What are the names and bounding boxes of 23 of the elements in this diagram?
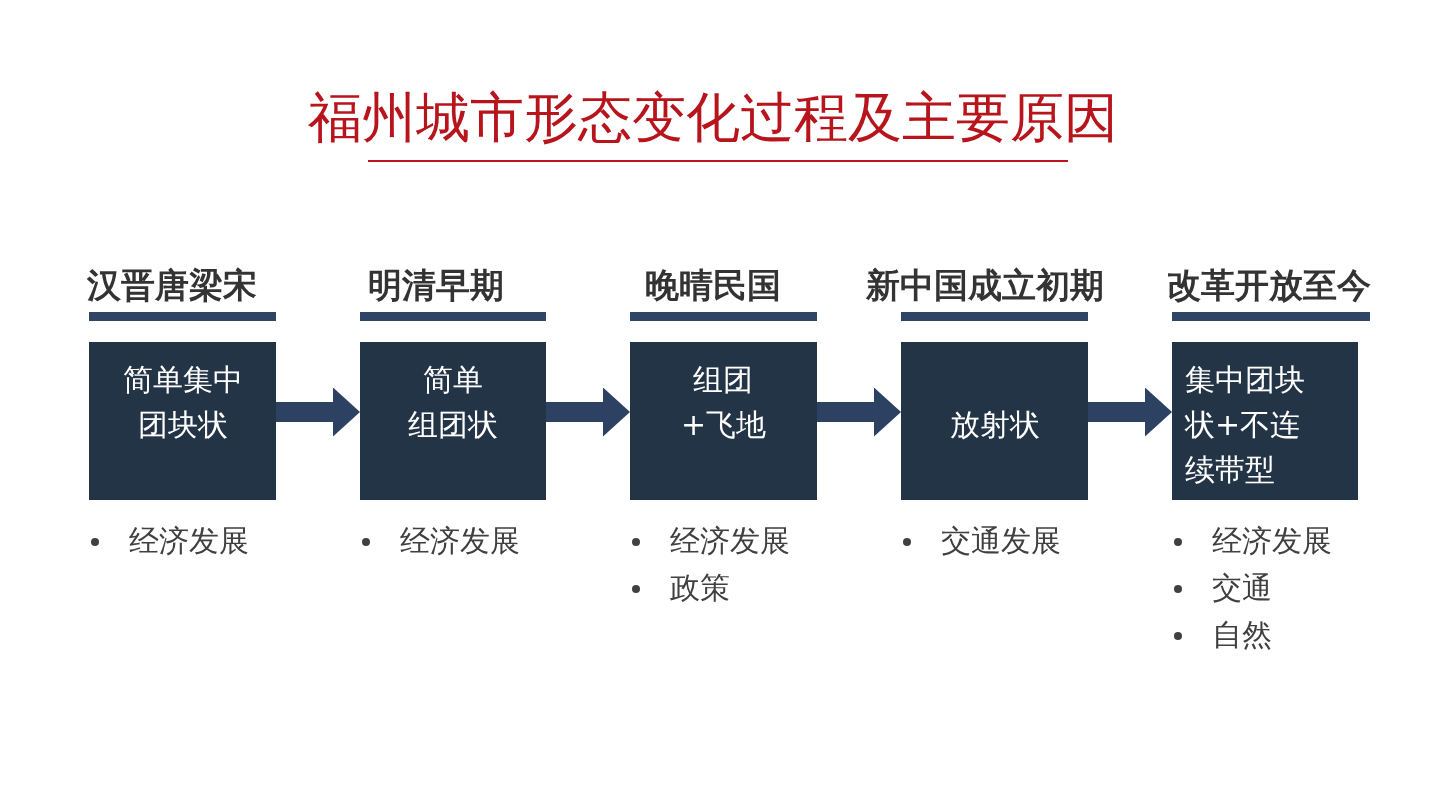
box-text: 放射状 xyxy=(949,406,1040,444)
cause-text: 交通发展 xyxy=(941,521,1061,560)
box-text: 集中团块状+不连续带型 xyxy=(1185,361,1305,489)
box-text: 组团+飞地 xyxy=(680,361,767,444)
cause-text: 经济发展 xyxy=(1212,521,1332,560)
box-text: 简单集中团块状 xyxy=(122,361,243,444)
period-heading: 汉晋唐梁宋 xyxy=(87,265,257,305)
cause-text: 经济发展 xyxy=(670,521,790,560)
arrow xyxy=(546,387,630,437)
period-heading: 新中国成立初期 xyxy=(866,265,1104,305)
arrow xyxy=(276,387,360,437)
box-text: 简单组团状 xyxy=(408,361,498,444)
arrow xyxy=(1088,387,1172,437)
cause-text: 政策 xyxy=(670,568,730,607)
arrow xyxy=(817,387,901,437)
cause-text: 交通 xyxy=(1212,568,1272,607)
cause-text: 自然 xyxy=(1212,615,1272,654)
title: 福州城市形态变化过程及主要原因 xyxy=(308,88,1118,148)
period-heading: 晚晴民国 xyxy=(645,265,781,305)
cause-text: 经济发展 xyxy=(400,521,520,560)
cause-text: 经济发展 xyxy=(129,521,249,560)
period-heading: 改革开放至今 xyxy=(1167,265,1371,305)
period-heading: 明清早期 xyxy=(368,265,504,305)
